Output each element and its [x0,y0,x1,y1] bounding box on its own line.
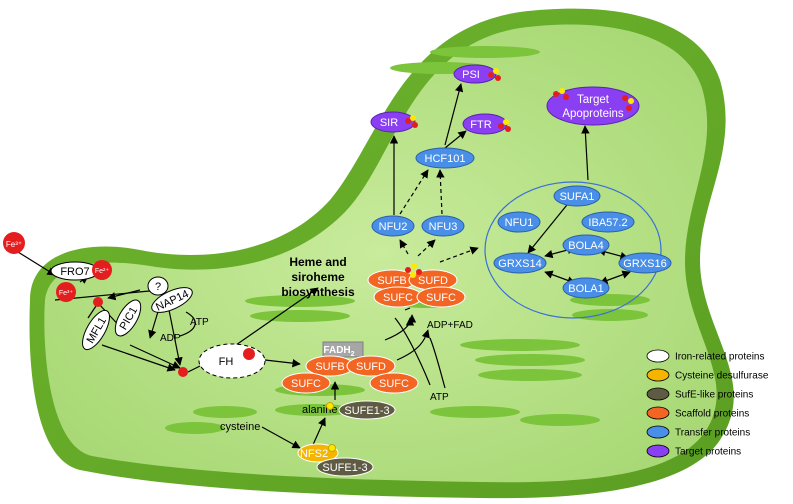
sufb-upper: SUFB [367,269,417,291]
fe2-ion: Fe²⁺ [92,260,112,280]
sir-protein: SIR [370,111,418,133]
psi-protein: PSI [453,64,501,84]
svg-text:SUFC: SUFC [379,378,409,390]
svg-text:SUFA1: SUFA1 [560,191,595,203]
legend-swatch [646,349,670,363]
fe3-outside: Fe³⁺ [3,232,25,254]
grxs16-protein: GRXS16 [618,252,672,274]
transfer-protein-circle [484,181,662,319]
nap14-atp: ATP [190,317,209,328]
svg-text:GRXS16: GRXS16 [623,258,666,270]
svg-text:biosynthesis: biosynthesis [281,285,355,299]
grxs14-protein: GRXS14 [493,252,547,274]
nap14-adp: ADP [160,333,181,344]
svg-text:HCF101: HCF101 [425,153,466,165]
pic1-protein: PIC1 [114,299,142,337]
sufd-lower: SUFD [346,355,396,377]
arrows [17,83,631,449]
svg-text:NFU3: NFU3 [429,221,458,233]
svg-text:GRXS14: GRXS14 [498,258,541,270]
sufa1-protein: SUFA1 [553,185,601,207]
fro7-protein: FRO7 [50,261,100,281]
svg-text:SUFC: SUFC [291,378,321,390]
legend-label: Transfer proteins [675,428,750,439]
sufb-lower: SUFB [305,355,355,377]
svg-text:Apoproteins: Apoproteins [562,108,624,120]
nfu1-protein: NFU1 [497,211,541,233]
sufd-upper: SUFD [408,269,458,291]
svg-text:SUFD: SUFD [356,361,386,373]
svg-text:SUFC: SUFC [383,292,413,304]
alanine-label: alanine + [302,404,347,416]
svg-text:siroheme: siroheme [291,270,345,284]
svg-text:Target: Target [577,94,610,106]
fh-protein: FH [198,343,266,379]
svg-text:SUFB: SUFB [315,361,344,373]
legend-swatch [646,368,670,382]
hcf101-protein: HCF101 [415,147,475,169]
nfs2-protein: NFS2 [297,443,339,463]
sufe-top: SUFE1-3 [338,400,396,420]
svg-text:Fe³⁺: Fe³⁺ [6,240,22,249]
svg-text:SUFE1-3: SUFE1-3 [344,405,389,417]
svg-text:Fe²⁺: Fe²⁺ [95,268,110,275]
cysteine-label: cysteine [220,421,260,433]
legend-label: Target proteins [675,447,741,458]
sufe-bottom: SUFE1-3 [316,457,374,477]
svg-text:BOLA1: BOLA1 [568,283,603,295]
legend-swatch [646,406,670,420]
ftr-protein: FTR [462,113,511,135]
bola4-protein: BOLA4 [562,234,610,256]
legend-label: Cysteine desulfurase [675,371,769,382]
svg-text:FH: FH [219,356,234,368]
atp-label: ATP [430,392,449,403]
iron-pool-dot [178,367,188,377]
fe3-inside: Fe³⁺ [56,282,76,302]
legend-label: Scaffold proteins [675,409,749,420]
sufc-upper-right: SUFC [416,286,466,308]
heme-label: Heme and siroheme biosynthesis [281,255,355,299]
svg-text:BOLA4: BOLA4 [568,240,603,252]
svg-text:Fe³⁺: Fe³⁺ [59,290,74,297]
svg-text:FRO7: FRO7 [60,266,89,278]
legend-swatch [646,387,670,401]
svg-text:Heme and: Heme and [289,255,346,269]
legend-swatch [646,425,670,439]
svg-text:SUFE1-3: SUFE1-3 [322,462,367,474]
svg-text:NFU1: NFU1 [505,217,534,229]
svg-text:?: ? [155,281,161,293]
target-apoproteins: Target Apoproteins [546,86,640,126]
nfu3-protein: NFU3 [421,215,465,237]
legend-label: SufE-like proteins [675,390,753,401]
sufc-lower-left: SUFC [281,372,331,394]
svg-text:SUFC: SUFC [426,292,456,304]
svg-text:NFU2: NFU2 [379,221,408,233]
sufc-upper-left: SUFC [373,286,423,308]
nfu2-protein: NFU2 [371,215,415,237]
unknown-protein: ? [147,276,169,296]
iron-dot [93,297,103,307]
svg-text:SUFD: SUFD [418,275,448,287]
fadh2-label: FADH2 [322,341,364,358]
svg-text:PSI: PSI [462,69,480,81]
svg-text:SUFB: SUFB [377,275,406,287]
adp-fad-label: ADP+FAD [427,320,473,331]
svg-text:FADH2: FADH2 [323,345,354,358]
legend-swatch [646,444,670,458]
fe-s-cluster-upper [405,263,422,278]
svg-text:SIR: SIR [380,117,398,129]
iba57-protein: IBA57.2 [581,211,635,233]
svg-text:IBA57.2: IBA57.2 [588,217,627,229]
sufc-lower-right: SUFC [369,372,419,394]
svg-text:FTR: FTR [470,119,491,131]
bola1-protein: BOLA1 [562,277,610,299]
legend-label: Iron-related proteins [675,352,765,363]
svg-text:NFS2: NFS2 [300,448,328,460]
sulfur-dot-top [326,402,334,410]
